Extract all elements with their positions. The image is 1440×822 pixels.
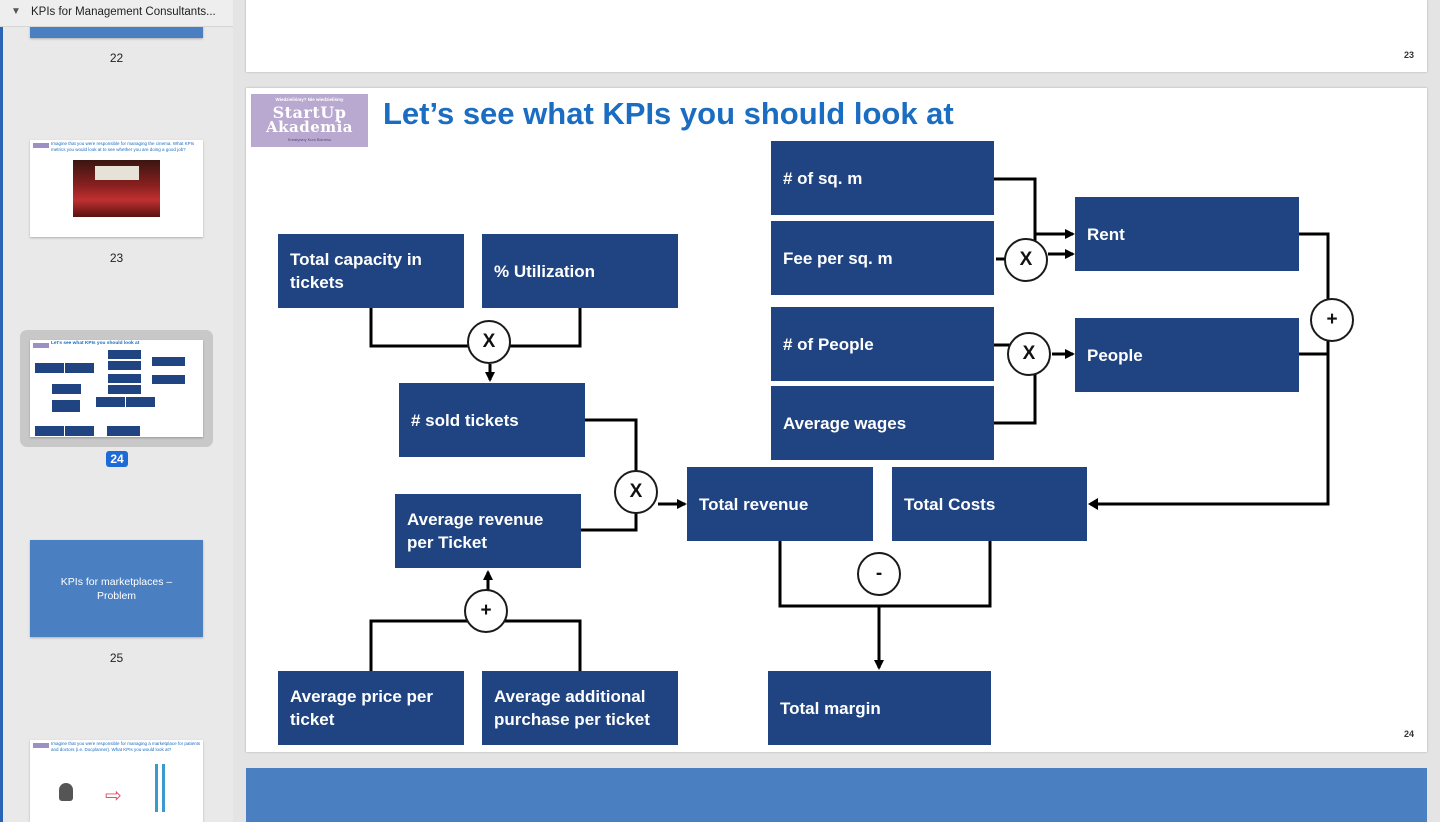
slide-title: Let’s see what KPIs you should look at — [383, 96, 954, 131]
plus-operator-icon: + — [1310, 298, 1354, 342]
page-thumbnail-24[interactable]: Let's see what KPIs you should look at — [30, 340, 203, 437]
disclosure-triangle-icon[interactable]: ▼ — [11, 6, 21, 17]
page-thumbnail-26[interactable]: Imagine that you were responsible for ma… — [30, 740, 203, 822]
startup-akademia-logo: Wiedzieliśmy? Nie wiedzieliśmy StartUp A… — [251, 94, 368, 147]
multiply-operator-icon: X — [467, 320, 511, 364]
kpi-box-sq-m: # of sq. m — [771, 141, 994, 215]
thumbnail-text: Let's see what KPIs you should look at — [51, 341, 140, 346]
doctor-icon — [155, 764, 165, 812]
sidebar-header[interactable]: ▼ KPIs for Management Consultants... — [0, 0, 233, 27]
multiply-operator-icon: X — [1007, 332, 1051, 376]
page-23: 23 — [246, 0, 1427, 72]
kpi-box-people-count: # of People — [771, 307, 994, 381]
kpi-box-avg-revenue: Average revenue per Ticket — [395, 494, 581, 568]
logo-subtitle: Kreatywny Kurs Biznesu — [287, 137, 332, 142]
kpi-box-people: People — [1075, 318, 1299, 392]
page-25-preview — [246, 768, 1427, 822]
minus-operator-icon: - — [857, 552, 901, 596]
cinema-image — [73, 160, 160, 217]
logo-icon — [33, 143, 49, 148]
window-edge — [0, 0, 3, 822]
kpi-box-utilization: % Utilization — [482, 234, 678, 308]
logo-line2: Akademia — [265, 118, 354, 136]
thumbnail-text: Imagine that you were responsible for ma… — [51, 741, 201, 752]
page-number: 23 — [1403, 50, 1414, 60]
multiply-operator-icon: X — [614, 470, 658, 514]
kpi-box-avg-price: Average price per ticket — [278, 671, 464, 745]
thumbnail-text: Imagine that you were responsible for ma… — [51, 141, 195, 152]
plus-operator-icon: + — [464, 589, 508, 633]
kpi-box-avg-additional: Average additional purchase per ticket — [482, 671, 678, 745]
thumbnail-sidebar: ▼ KPIs for Management Consultants... 22 … — [0, 0, 234, 822]
logo-icon — [33, 343, 49, 348]
logo-line1: StartUp — [272, 103, 347, 122]
page-number-label: 22 — [109, 51, 124, 65]
patient-icon — [59, 783, 73, 801]
page-number-label: 25 — [109, 651, 124, 665]
kpi-box-total-capacity: Total capacity in tickets — [278, 234, 464, 308]
kpi-box-total-margin: Total margin — [768, 671, 991, 745]
kpi-box-sold-tickets: # sold tickets — [399, 383, 585, 457]
logo-tagline: Wiedzieliśmy? Nie wiedzieliśmy — [275, 97, 344, 102]
kpi-box-total-costs: Total Costs — [892, 467, 1087, 541]
kpi-box-fee-sq-m: Fee per sq. m — [771, 221, 994, 295]
kpi-box-avg-wages: Average wages — [771, 386, 994, 460]
page-number-badge-selected: 24 — [106, 451, 128, 467]
arrow-right-icon: ⇨ — [105, 785, 122, 807]
kpi-box-rent: Rent — [1075, 197, 1299, 271]
logo-icon — [33, 743, 49, 748]
kpi-box-total-revenue: Total revenue — [687, 467, 873, 541]
page-number-label: 23 — [109, 251, 124, 265]
document-title: KPIs for Management Consultants... — [31, 6, 216, 18]
page-number: 24 — [1403, 729, 1414, 739]
page-thumbnail-25[interactable]: KPIs for marketplaces – Problem — [30, 540, 203, 637]
thumbnail-text: KPIs for marketplaces – Problem — [60, 575, 173, 602]
multiply-operator-icon: X — [1004, 238, 1048, 282]
page-thumbnail-23[interactable]: Imagine that you were responsible for ma… — [30, 140, 203, 237]
